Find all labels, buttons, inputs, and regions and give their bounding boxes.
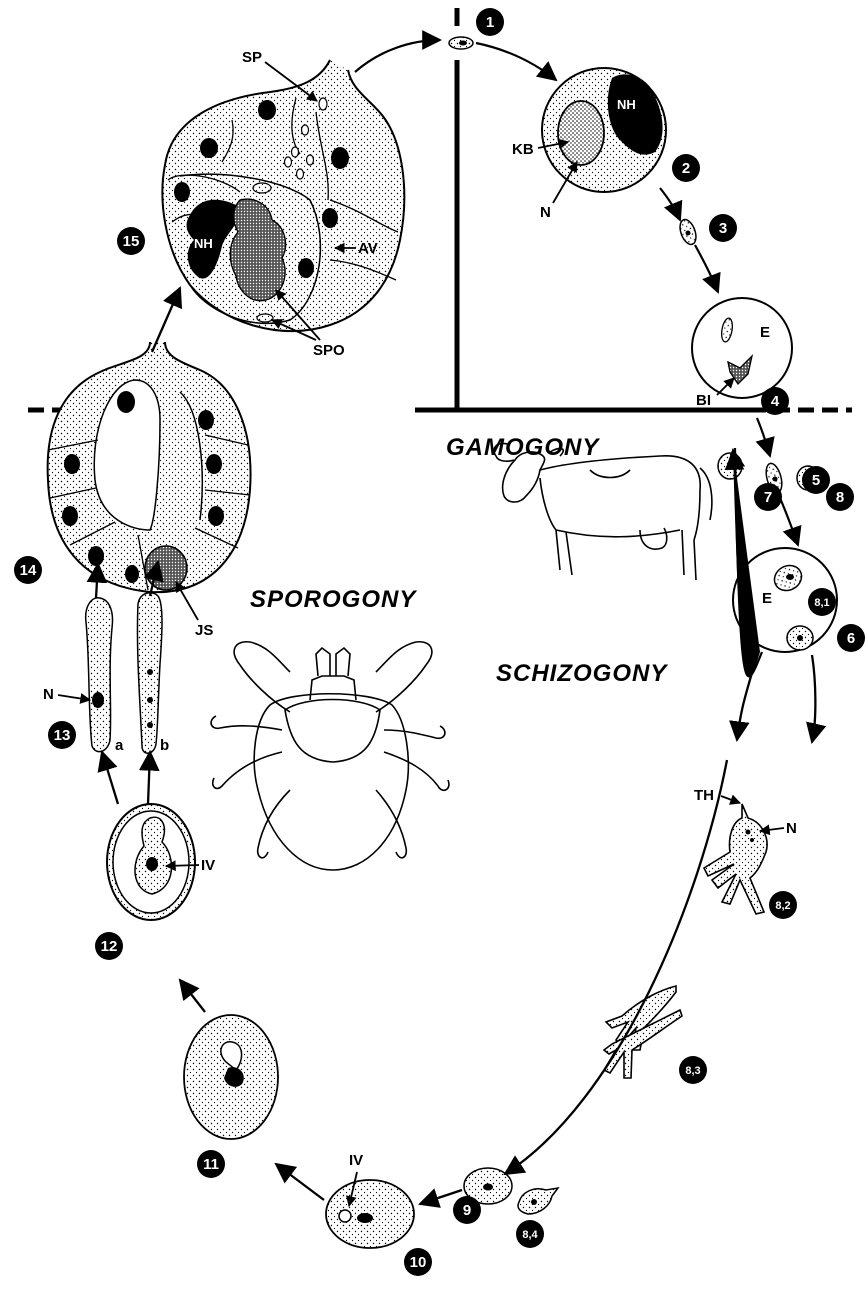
svg-text:11: 11 bbox=[203, 1156, 219, 1173]
svg-text:5: 5 bbox=[812, 472, 820, 489]
svg-text:8,1: 8,1 bbox=[814, 597, 829, 609]
svg-text:8,3: 8,3 bbox=[685, 1065, 700, 1077]
badge-7: 7 bbox=[754, 483, 782, 511]
svg-text:6: 6 bbox=[847, 630, 855, 647]
badge-2: 2 bbox=[672, 154, 700, 182]
badge-4: 4 bbox=[761, 387, 789, 415]
badge-11: 11 bbox=[197, 1150, 225, 1178]
svg-text:12: 12 bbox=[101, 938, 118, 955]
badge-14: 14 bbox=[14, 556, 42, 584]
svg-text:4: 4 bbox=[771, 393, 780, 410]
badge-8-2: 8,2 bbox=[769, 891, 797, 919]
badge-6: 6 bbox=[837, 624, 865, 652]
badge-8-1: 8,1 bbox=[808, 588, 836, 616]
badge-9: 9 bbox=[453, 1196, 481, 1224]
svg-text:10: 10 bbox=[410, 1254, 427, 1271]
badge-1: 1 bbox=[476, 8, 504, 36]
svg-text:3: 3 bbox=[719, 220, 727, 237]
svg-text:15: 15 bbox=[123, 233, 140, 250]
badge-3: 3 bbox=[709, 214, 737, 242]
svg-text:1: 1 bbox=[486, 14, 494, 31]
svg-text:13: 13 bbox=[54, 727, 71, 744]
svg-text:14: 14 bbox=[20, 562, 37, 579]
badge-8: 8 bbox=[826, 483, 854, 511]
badge-10: 10 bbox=[404, 1248, 432, 1276]
badge-15: 15 bbox=[117, 227, 145, 255]
badge-5: 5 bbox=[802, 466, 830, 494]
svg-text:8,2: 8,2 bbox=[775, 900, 790, 912]
svg-text:8: 8 bbox=[836, 489, 844, 506]
badge-13: 13 bbox=[48, 721, 76, 749]
svg-text:9: 9 bbox=[463, 1202, 471, 1219]
svg-text:2: 2 bbox=[682, 160, 690, 177]
badge-12: 12 bbox=[95, 932, 123, 960]
svg-text:7: 7 bbox=[764, 489, 772, 506]
badge-8-3: 8,3 bbox=[679, 1056, 707, 1084]
badge-8-4: 8,4 bbox=[516, 1220, 544, 1248]
svg-text:8,4: 8,4 bbox=[522, 1229, 538, 1241]
